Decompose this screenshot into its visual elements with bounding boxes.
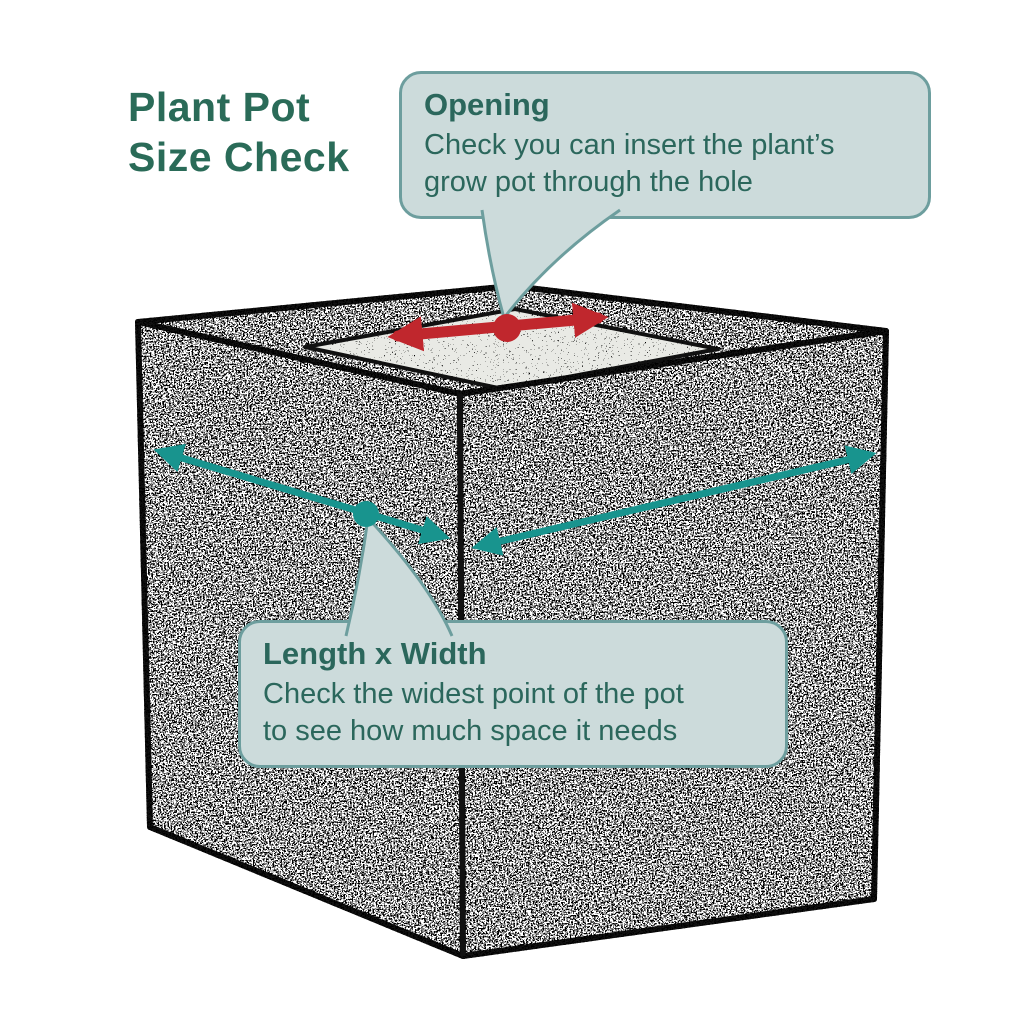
opening-tail-shape xyxy=(480,208,621,322)
opening-point-dot xyxy=(493,314,521,342)
opening-body-line2: grow pot through the hole xyxy=(424,165,753,198)
title-line1: Plant Pot xyxy=(128,84,311,130)
opening-callout-tail xyxy=(480,208,621,342)
opening-body-line1: Check you can insert the plant’s xyxy=(424,129,835,162)
width-arrow xyxy=(471,445,877,556)
size-tail-shape xyxy=(344,514,454,637)
opening-callout-heading: Opening xyxy=(424,87,550,122)
measure-point-dot xyxy=(353,501,379,527)
size-body-line2: to see how much space it needs xyxy=(263,714,678,747)
length-arrow xyxy=(153,443,451,545)
size-callout-tail xyxy=(344,501,454,637)
size-body-line1: Check the widest point of the pot xyxy=(263,678,684,711)
diagram-title: Plant Pot Size Check xyxy=(128,82,350,182)
size-callout: Length x Width Check the widest point of… xyxy=(238,620,788,769)
size-callout-heading: Length x Width xyxy=(263,636,487,671)
opening-callout: Opening Check you can insert the plant’s… xyxy=(399,71,931,220)
title-line2: Size Check xyxy=(128,134,350,181)
